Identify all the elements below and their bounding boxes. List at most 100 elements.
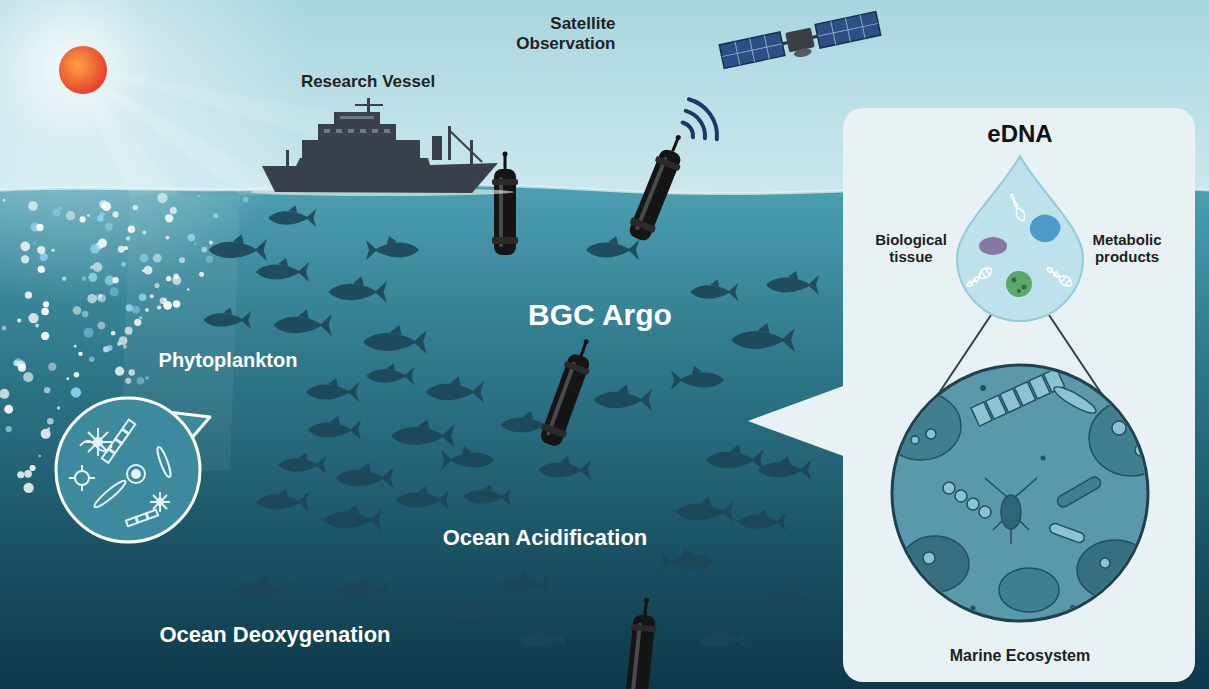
bubble bbox=[41, 308, 49, 316]
edna-illustration bbox=[843, 108, 1195, 682]
fish-silhouette bbox=[203, 307, 251, 329]
research-vessel bbox=[340, 116, 374, 119]
bubble bbox=[23, 483, 33, 493]
bubble bbox=[110, 287, 119, 296]
phytoplankton-callout bbox=[80, 441, 112, 451]
bubble bbox=[82, 311, 89, 318]
phytoplankton-callout bbox=[126, 510, 158, 527]
fish-silhouette bbox=[278, 452, 326, 474]
bubble bbox=[47, 418, 54, 425]
research-vessel bbox=[286, 150, 289, 166]
panel-pointer bbox=[748, 385, 846, 457]
bubble bbox=[102, 202, 111, 211]
fish-silhouette bbox=[698, 627, 746, 649]
bubble bbox=[129, 369, 135, 375]
bubble bbox=[179, 257, 185, 263]
satellite-label: Satellite Observation bbox=[501, 14, 616, 53]
phytoplankton-callout bbox=[127, 465, 145, 483]
argo-float bbox=[583, 339, 589, 345]
marine-organism bbox=[999, 568, 1059, 612]
bubble bbox=[20, 241, 30, 251]
argo-float bbox=[673, 138, 678, 151]
bubble bbox=[145, 308, 149, 312]
fish-silhouette bbox=[766, 271, 819, 295]
bubble bbox=[173, 300, 181, 308]
marine-organism bbox=[881, 392, 961, 460]
research-vessel bbox=[250, 98, 514, 196]
phytoplankton-callout bbox=[132, 470, 140, 478]
bubble bbox=[80, 216, 86, 222]
fish-silhouette bbox=[676, 497, 734, 523]
bubble bbox=[126, 236, 130, 240]
bubble bbox=[28, 313, 38, 323]
bubble bbox=[21, 255, 29, 263]
droplet-contents bbox=[1049, 268, 1052, 273]
marine-organism bbox=[1048, 522, 1085, 544]
marine-organism bbox=[1089, 400, 1173, 476]
float-label: BGC Argo bbox=[490, 298, 710, 333]
bubble bbox=[90, 244, 100, 254]
argo-float bbox=[624, 614, 656, 689]
droplet-contents bbox=[1022, 285, 1027, 290]
droplet-label: Metabolic products bbox=[1077, 231, 1177, 266]
marine-organism bbox=[1160, 505, 1166, 511]
satellite bbox=[831, 21, 836, 44]
bubble bbox=[74, 372, 79, 377]
bubble bbox=[35, 324, 39, 328]
phytoplankton-callout bbox=[69, 420, 173, 527]
fish-silhouette bbox=[463, 484, 511, 506]
bubble bbox=[0, 389, 9, 399]
argo-float bbox=[546, 361, 576, 436]
research-vessel bbox=[449, 130, 482, 162]
phytoplankton-callout bbox=[153, 495, 167, 509]
bubble bbox=[157, 305, 161, 309]
phytoplankton-callout bbox=[69, 465, 95, 491]
fish-silhouette bbox=[329, 277, 387, 303]
droplet-contents bbox=[1053, 271, 1056, 276]
bubble bbox=[165, 214, 173, 222]
bubble bbox=[137, 377, 145, 385]
satellite bbox=[764, 35, 769, 58]
bubble bbox=[126, 304, 133, 311]
panel-title: eDNA bbox=[910, 120, 1130, 148]
research-vessel bbox=[348, 129, 354, 133]
bubble bbox=[93, 262, 103, 272]
bubble bbox=[28, 201, 38, 211]
bubble bbox=[198, 195, 200, 197]
fish-silhouette bbox=[308, 416, 361, 440]
research-vessel bbox=[324, 116, 390, 133]
droplet-contents bbox=[966, 267, 994, 289]
phytoplankton-callout bbox=[147, 510, 158, 519]
phytoplankton-callout bbox=[75, 471, 89, 485]
argo-float bbox=[540, 423, 567, 438]
bubble bbox=[17, 319, 21, 323]
phytoplankton-callout bbox=[56, 398, 200, 542]
droplet-contents bbox=[986, 269, 989, 274]
droplet-contents bbox=[1044, 264, 1074, 289]
phytoplankton-callout bbox=[153, 495, 167, 509]
droplet-contents bbox=[1044, 267, 1072, 289]
ecosystem-circle bbox=[892, 365, 1148, 621]
bubble bbox=[57, 406, 61, 410]
fish-silhouette bbox=[391, 419, 455, 448]
marine-organism bbox=[1041, 456, 1046, 461]
bubble bbox=[163, 298, 167, 302]
bubble bbox=[187, 288, 189, 290]
argo-float bbox=[644, 598, 649, 603]
bubble bbox=[201, 247, 207, 253]
satellite bbox=[719, 12, 882, 74]
fish-silhouette bbox=[594, 385, 652, 411]
argo-float bbox=[630, 624, 656, 633]
bubble bbox=[74, 345, 77, 348]
bubble bbox=[112, 277, 118, 283]
argo-float bbox=[622, 596, 660, 689]
argo-float bbox=[492, 152, 518, 256]
fish-silhouette bbox=[426, 377, 484, 403]
bubble bbox=[173, 274, 179, 280]
droplet-contents bbox=[1017, 289, 1021, 293]
droplet-label: Biological tissue bbox=[861, 231, 961, 266]
bubble bbox=[51, 248, 55, 252]
phytoplankton-callout bbox=[81, 485, 83, 491]
fish-silhouette bbox=[441, 446, 494, 470]
